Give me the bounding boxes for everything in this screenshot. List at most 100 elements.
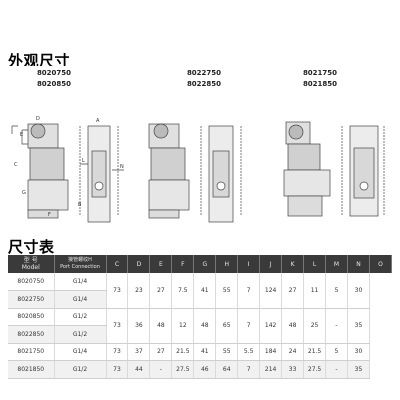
- cell-c: 73: [106, 308, 129, 344]
- drawing-1-models: 8020750 8020850: [24, 68, 84, 90]
- cell-j: 214: [259, 360, 283, 379]
- cell-port: G1/2: [54, 325, 107, 344]
- dim-label-g: G: [22, 190, 26, 196]
- cell-l: 25: [303, 308, 327, 344]
- cell-model: 8022850: [8, 325, 55, 344]
- cell-d: 36: [127, 308, 151, 344]
- cell-f: 21.5: [171, 343, 195, 361]
- cell-n: 5: [325, 343, 348, 361]
- table-row: 8021850 G1/2 73 44 - 27.5 46 64 7 214 33…: [8, 360, 392, 379]
- header-model: 型 号 Model: [8, 255, 55, 273]
- header-i: I: [237, 255, 261, 273]
- cell-g: 48: [193, 308, 217, 344]
- cell-model: 8022750: [8, 290, 55, 309]
- table-header-row: 型 号 Model 接管螺纹H Port Connection C D E F …: [8, 255, 393, 273]
- cell-port: G1/4: [54, 290, 107, 309]
- cell-g: 46: [193, 360, 217, 379]
- cell-model: 8021750: [8, 343, 55, 361]
- dim-label-e: E: [20, 132, 23, 138]
- drawing-2-models: 8022750 8022850: [174, 68, 234, 90]
- cell-port: G1/4: [54, 343, 107, 361]
- header-d: D: [127, 255, 151, 273]
- cell-i: 7: [237, 308, 261, 344]
- dim-label-n: N: [120, 164, 124, 170]
- dim-label-b: B: [78, 202, 82, 208]
- cell-port: G1/4: [54, 273, 107, 291]
- header-f: F: [171, 255, 195, 273]
- dim-label-a: A: [96, 118, 100, 124]
- cell-l: 11: [303, 273, 327, 309]
- header-m: M: [325, 255, 348, 273]
- cell-i: 7: [237, 360, 261, 379]
- drawing-2: [148, 123, 242, 223]
- cell-h: 65: [215, 308, 239, 344]
- header-n: N: [347, 255, 370, 273]
- table-row: 8020850 G1/2 73 36 48 12 48 65 7 142 48 …: [8, 308, 392, 344]
- cell-port: G1/2: [54, 360, 107, 379]
- drawing-2-model-a: 8022750: [186, 69, 222, 77]
- dim-label-c: C: [14, 162, 18, 168]
- header-o: O: [369, 255, 393, 273]
- cell-e: 27: [149, 343, 173, 361]
- cell-c: 73: [106, 273, 129, 309]
- table-row: 8022850 G1/2: [8, 325, 392, 344]
- cell-o: 35: [347, 308, 370, 344]
- cell-d: 37: [127, 343, 151, 361]
- cell-j: 124: [259, 273, 283, 309]
- cell-f: 7.5: [171, 273, 195, 309]
- cell-n: 5: [325, 273, 348, 309]
- dimensions-heading: 尺寸表: [8, 238, 55, 256]
- cell-i: 5.5: [237, 343, 261, 361]
- drawing-3: [283, 121, 385, 217]
- cell-l: 21.5: [303, 343, 327, 361]
- dim-label-f: F: [48, 212, 51, 218]
- drawing-2-model-b: 8022850: [186, 80, 222, 88]
- appearance-heading: 外观尺寸: [8, 52, 71, 70]
- cell-k: 33: [281, 360, 305, 379]
- cell-n: -: [325, 308, 348, 344]
- header-j: J: [259, 255, 283, 273]
- cell-j: 184: [259, 343, 283, 361]
- cell-c: 73: [106, 343, 129, 361]
- drawing-1-model-a: 8020750: [36, 69, 72, 77]
- drawing-3-model-b: 8021850: [302, 80, 338, 88]
- cell-model: 8021850: [8, 360, 55, 379]
- cell-h: 55: [215, 343, 239, 361]
- cell-d: 44: [127, 360, 151, 379]
- cell-o: 30: [347, 343, 370, 361]
- header-l: L: [303, 255, 327, 273]
- dimension-table-wrap: 型 号 Model 接管螺纹H Port Connection C D E F …: [8, 255, 393, 379]
- cell-o: 35: [347, 360, 370, 379]
- drawing-1: [11, 123, 124, 223]
- dim-label-d: D: [36, 116, 40, 122]
- header-k: K: [281, 255, 305, 273]
- cell-g: 41: [193, 343, 217, 361]
- drawing-3-models: 8021750 8021850: [290, 68, 350, 90]
- cell-model: 8020750: [8, 273, 55, 291]
- cell-e: 48: [149, 308, 173, 344]
- cell-k: 27: [281, 273, 305, 309]
- header-h: H: [215, 255, 239, 273]
- header-e: E: [149, 255, 173, 273]
- dim-label-l: L: [82, 158, 85, 164]
- cell-e: -: [149, 360, 173, 379]
- cell-h: 55: [215, 273, 239, 309]
- header-g: G: [193, 255, 217, 273]
- dimension-table: 型 号 Model 接管螺纹H Port Connection C D E F …: [8, 255, 393, 379]
- valve-drawings-svg: D E A L C G F B N: [8, 66, 392, 236]
- cell-c: 73: [106, 360, 129, 379]
- cell-n: -: [325, 360, 348, 379]
- drawing-3-model-a: 8021750: [302, 69, 338, 77]
- cell-port: G1/2: [54, 308, 107, 326]
- cell-k: 24: [281, 343, 305, 361]
- cell-i: 7: [237, 273, 261, 309]
- header-c: C: [106, 255, 129, 273]
- cell-d: 23: [127, 273, 151, 309]
- cell-o: 30: [347, 273, 370, 309]
- table-row: 8021750 G1/4 73 37 27 21.5 41 55 5.5 184…: [8, 343, 392, 361]
- cell-e: 27: [149, 273, 173, 309]
- technical-drawings: D E A L C G F B N: [8, 66, 392, 236]
- cell-f: 27.5: [171, 360, 195, 379]
- cell-model: 8020850: [8, 308, 55, 326]
- cell-j: 142: [259, 308, 283, 344]
